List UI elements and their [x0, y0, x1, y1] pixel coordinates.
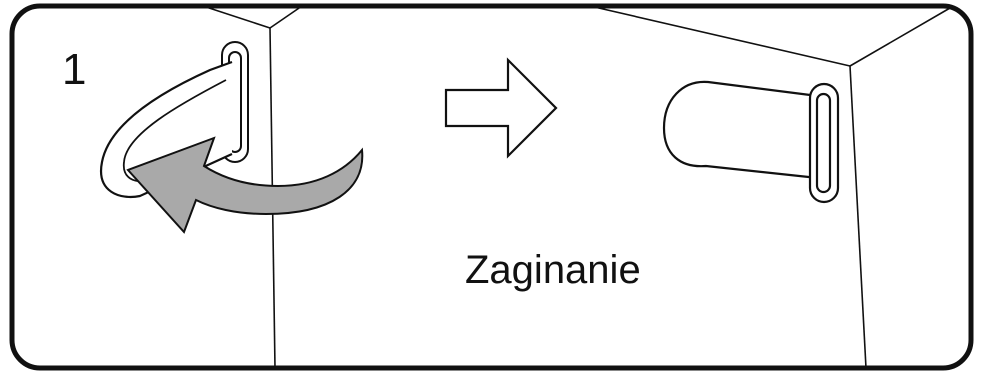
step-number: 1: [62, 45, 87, 94]
caption: Zaginanie: [465, 248, 641, 292]
right-arrow-outline-icon: [444, 57, 558, 159]
folded-handle-right: [662, 80, 840, 204]
folding-handle-inner: [122, 79, 227, 183]
curved-arrow-icon: [126, 136, 364, 234]
